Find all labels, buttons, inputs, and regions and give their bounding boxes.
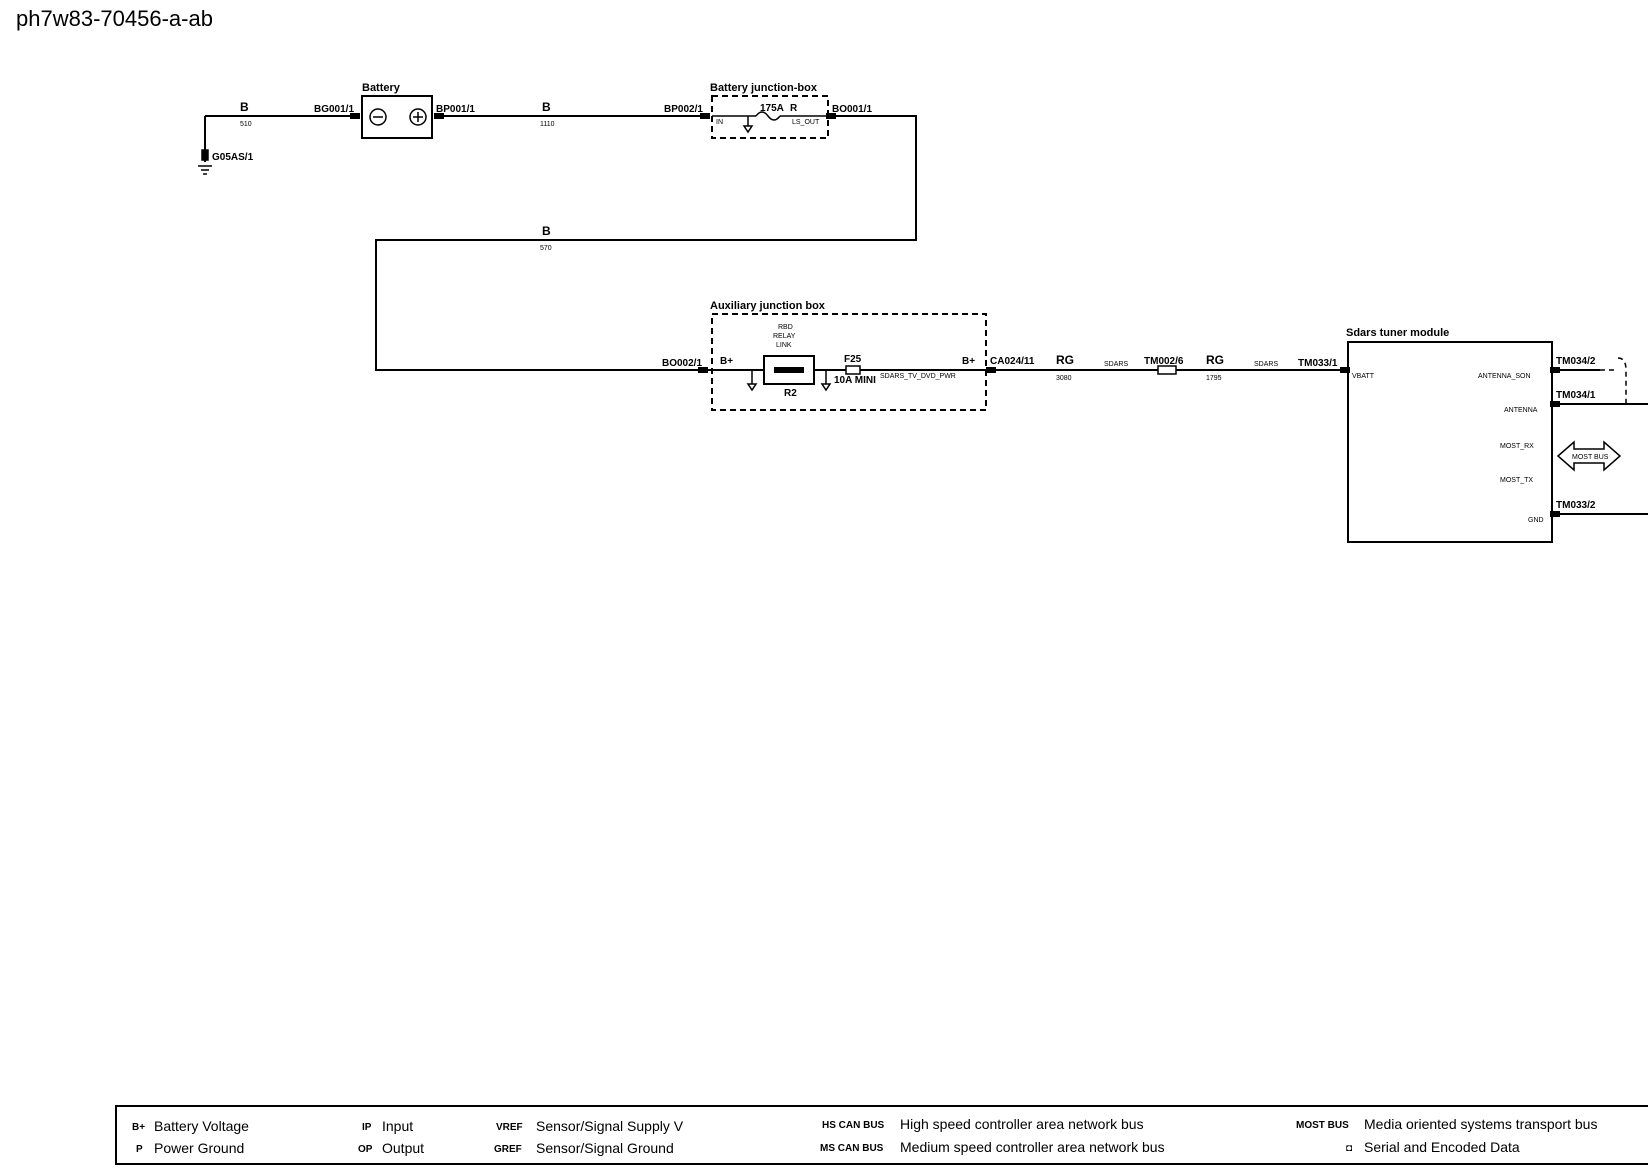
tuner-pin-vbatt: VBATT xyxy=(1352,373,1375,380)
legend-abbr-p: P xyxy=(136,1144,143,1155)
legend-abbr-op: OP xyxy=(358,1144,373,1155)
bjb-junction-arrow-icon xyxy=(742,116,754,134)
wire-1110-color: B xyxy=(542,100,551,114)
tuner-conn-antenna: TM034/1 xyxy=(1556,390,1596,401)
wire-1795-signal: SDARS xyxy=(1254,361,1278,368)
tuner-pin-antenna: ANTENNA xyxy=(1504,407,1538,414)
ajb-relay-line1: RBD xyxy=(778,324,793,331)
ajb-fuse-icon xyxy=(845,365,861,375)
bjb-out-conn-label: BO001/1 xyxy=(832,104,872,115)
connector-ca024 xyxy=(986,367,996,373)
ajb-out-pin: B+ xyxy=(962,356,975,367)
connector-tm002 xyxy=(1157,365,1177,375)
tuner-in-conn-label: TM033/1 xyxy=(1298,358,1338,369)
tuner-conn-gnd: TM033/2 xyxy=(1556,500,1596,511)
ajb-out-conn-label: CA024/11 xyxy=(990,356,1035,367)
tuner-pin-most-tx: MOST_TX xyxy=(1500,477,1533,484)
battery-right-conn-label: BP001/1 xyxy=(436,104,475,115)
bjb-fuse-rating: 175A xyxy=(760,103,784,114)
connector-tm033-1 xyxy=(1340,367,1350,373)
tuner-pin-antenna-son: ANTENNA_SON xyxy=(1478,373,1531,380)
connector-tm034-1 xyxy=(1550,401,1560,407)
legend-abbr-hs-can: HS CAN BUS xyxy=(822,1120,885,1131)
wire-570-num: 570 xyxy=(540,245,552,252)
battery-left-conn-label: BG001/1 xyxy=(314,104,354,115)
wire-3080-color: RG xyxy=(1056,353,1074,367)
legend-text-most: Media oriented systems transport bus xyxy=(1364,1116,1597,1132)
wire-510-num: 510 xyxy=(240,121,252,128)
wire-570 xyxy=(375,115,917,371)
legend-text-op: Output xyxy=(382,1140,424,1156)
bjb-pin-out: LS_OUT xyxy=(792,119,820,126)
legend-abbr-ip: IP xyxy=(362,1122,372,1133)
most-bus-arrow-icon xyxy=(1556,440,1622,472)
legend-text-serial: Serial and Encoded Data xyxy=(1364,1139,1520,1155)
connector-bp002 xyxy=(700,113,710,119)
ground-label: G05AS/1 xyxy=(212,152,254,163)
wire-3080-num: 3080 xyxy=(1056,375,1072,382)
tuner-box xyxy=(1347,341,1553,543)
connector-tm034-2 xyxy=(1550,367,1560,373)
document-id: ph7w83-70456-a-ab xyxy=(16,6,213,31)
ajb-relay-link-icon xyxy=(774,367,804,373)
ajb-junction-arrow-b-icon xyxy=(820,370,832,392)
ajb-fuse-id: F25 xyxy=(844,354,862,365)
bjb-box xyxy=(711,95,829,139)
ajb-in-pin: B+ xyxy=(720,356,733,367)
bjb-title: Battery junction-box xyxy=(710,82,818,94)
legend-abbr-bplus: B+ xyxy=(132,1122,145,1133)
tuner-title: Sdars tuner module xyxy=(1346,327,1449,339)
bjb-in-conn-label: BP002/1 xyxy=(664,104,703,115)
battery-minus-icon xyxy=(369,108,387,126)
wire-1795-color: RG xyxy=(1206,353,1224,367)
antenna-shield-icon xyxy=(1600,357,1634,405)
tuner-conn-antenna-son: TM034/2 xyxy=(1556,356,1596,367)
legend-abbr-ms-can: MS CAN BUS xyxy=(820,1143,884,1154)
wire-1110-num: 1110 xyxy=(540,121,555,128)
ajb-relay-line2: RELAY xyxy=(773,333,796,340)
connector-bo002 xyxy=(698,367,708,373)
ajb-fuse-rating: 10A MINI xyxy=(834,375,876,386)
inline-conn-label: TM002/6 xyxy=(1144,356,1184,367)
battery-title: Battery xyxy=(362,82,401,94)
ajb-relay-ref: R2 xyxy=(784,388,797,399)
wire-570-color: B xyxy=(542,224,551,238)
ajb-in-conn-label: BO002/1 xyxy=(662,358,702,369)
legend-abbr-serial: ◘ xyxy=(1346,1143,1352,1154)
battery-plus-icon xyxy=(409,108,427,126)
tuner-pin-gnd: GND xyxy=(1528,517,1544,524)
legend-text-ip: Input xyxy=(382,1118,413,1134)
connector-bp001 xyxy=(434,113,444,119)
legend-text-ms-can: Medium speed controller area network bus xyxy=(900,1139,1165,1155)
wire-1795-num: 1795 xyxy=(1206,375,1222,382)
bjb-pin-in: IN xyxy=(716,119,723,126)
ajb-circuit: SDARS_TV_DVD_PWR xyxy=(880,373,956,380)
legend-abbr-most: MOST BUS xyxy=(1296,1120,1349,1131)
legend-abbr-gref: GREF xyxy=(494,1144,522,1155)
legend-text-p: Power Ground xyxy=(154,1140,244,1156)
connector-bg001 xyxy=(350,113,360,119)
legend-abbr-vref: VREF xyxy=(496,1122,523,1133)
connector-tm033-2 xyxy=(1550,511,1560,517)
legend-text-gref: Sensor/Signal Ground xyxy=(536,1140,674,1156)
legend-text-vref: Sensor/Signal Supply V xyxy=(536,1118,684,1134)
wire-3080-signal: SDARS xyxy=(1104,361,1128,368)
legend-box xyxy=(115,1105,1648,1165)
connector-bo001 xyxy=(826,113,836,119)
legend-text-hs-can: High speed controller area network bus xyxy=(900,1116,1144,1132)
ajb-junction-arrow-a-icon xyxy=(746,370,758,392)
legend-text-bplus: Battery Voltage xyxy=(154,1118,249,1134)
ground-icon xyxy=(198,149,212,175)
wire-510-color: B xyxy=(240,100,249,114)
ajb-box xyxy=(711,313,987,411)
most-bus-label: MOST BUS xyxy=(1572,454,1609,461)
bjb-fuse-icon xyxy=(755,111,781,121)
bjb-fuse-code: R xyxy=(790,103,798,114)
tuner-pin-most-rx: MOST_RX xyxy=(1500,443,1534,450)
ajb-relay-line3: LINK xyxy=(776,342,792,349)
ajb-title: Auxiliary junction box xyxy=(710,300,826,312)
